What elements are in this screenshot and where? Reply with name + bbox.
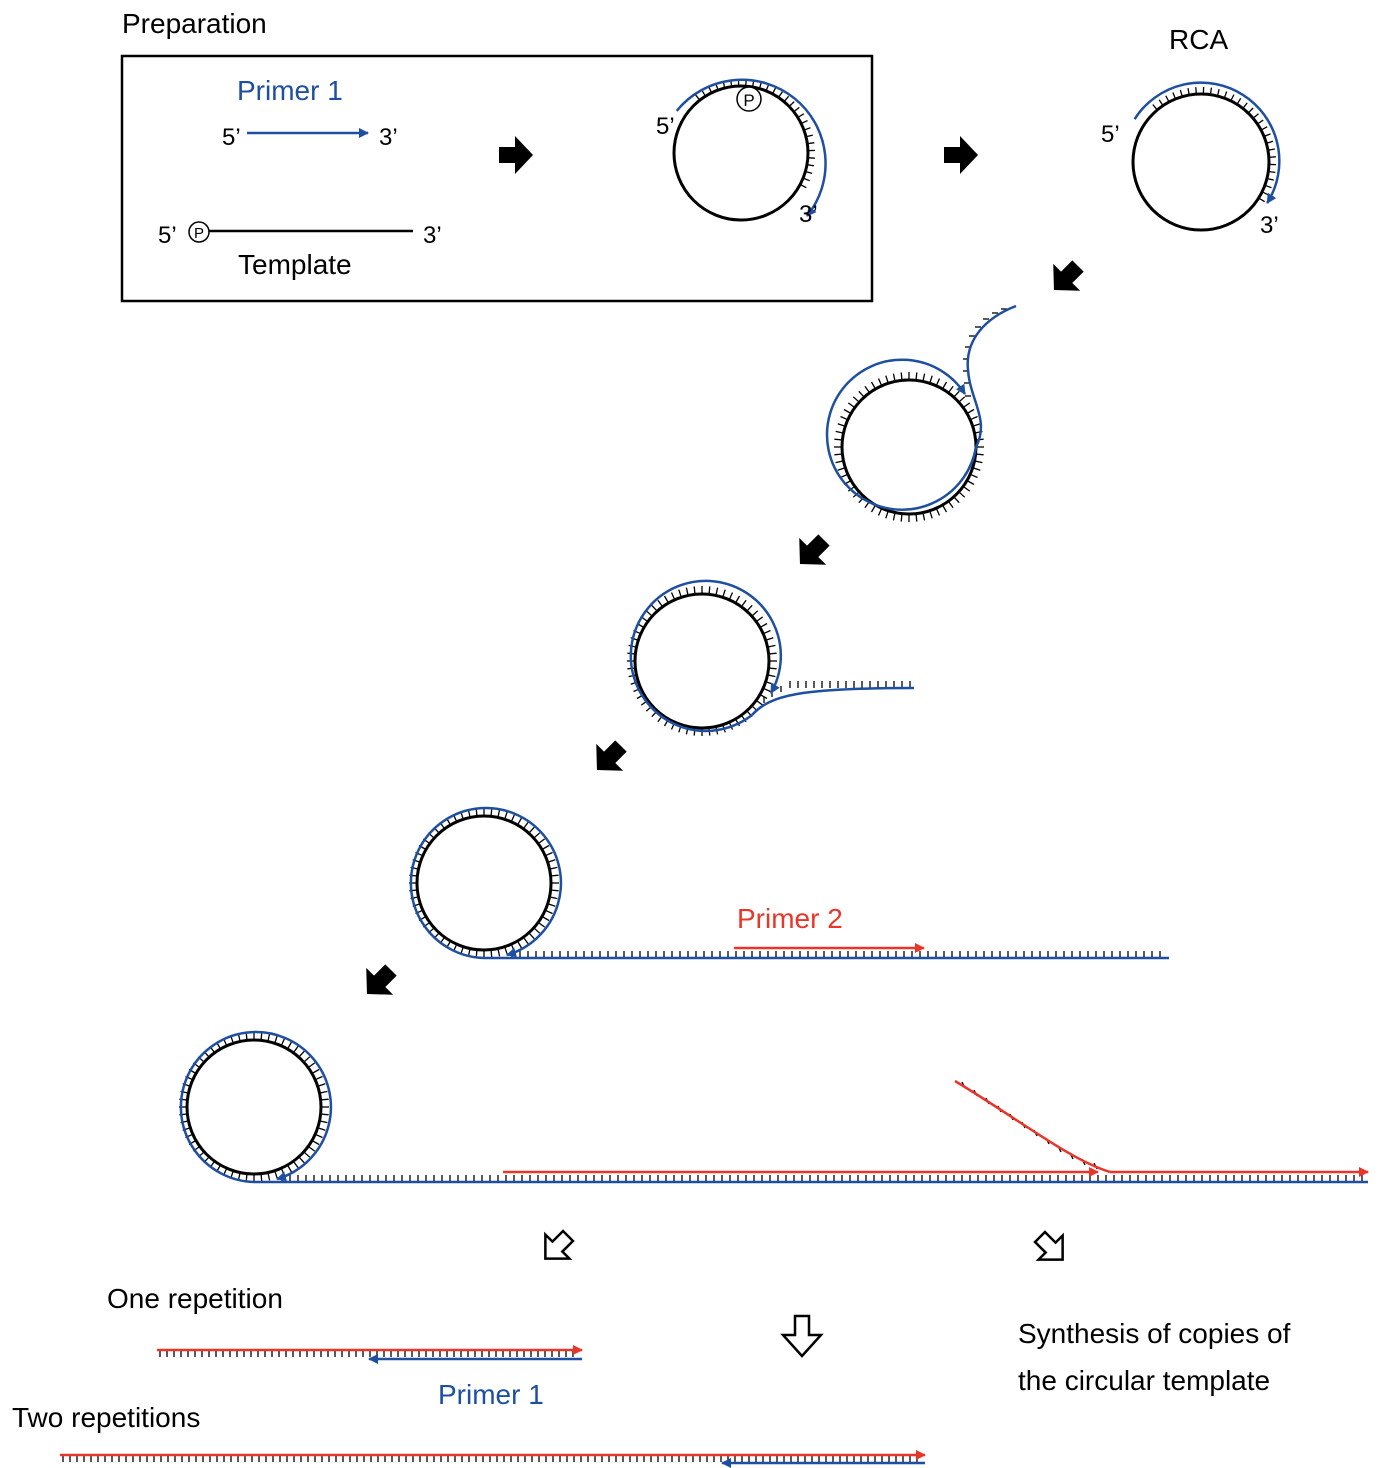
arrow-right-icon (499, 136, 533, 174)
rca-title: RCA (1169, 24, 1228, 55)
displaced-strand (966, 304, 1017, 448)
template-label: Template (238, 249, 352, 280)
template-5prime: 5’ (158, 222, 177, 249)
displaced-red-strand (954, 1079, 1111, 1174)
base-pair-ticks (62, 78, 1363, 1462)
primer1-annealed (1133, 81, 1281, 204)
outline-arrow-icon (544, 1229, 575, 1260)
primer1-product-label: Primer 1 (438, 1379, 544, 1410)
outline-arrow-icon (780, 1314, 824, 1358)
rca-product (825, 358, 978, 511)
circular-template (840, 378, 978, 516)
primer2-label: Primer 2 (737, 903, 843, 934)
circular-template (415, 814, 553, 952)
circular-template (672, 84, 810, 222)
phosphate-icon (736, 86, 762, 112)
two-repetitions-label: Two repetitions (12, 1402, 200, 1433)
arrow-right-icon (944, 136, 978, 174)
arrow-down-left-icon (596, 740, 627, 771)
preparation-box (120, 54, 874, 303)
outline-arrow-icon (1033, 1230, 1064, 1261)
phosphate-label: P (743, 91, 754, 110)
rca-3prime: 3’ (1260, 212, 1279, 239)
synthesis-line1: Synthesis of copies of (1018, 1318, 1291, 1349)
rca-product (179, 1030, 333, 1184)
primer1-label: Primer 1 (237, 75, 343, 106)
synthesis-line2: the circular template (1018, 1365, 1270, 1396)
rca-product (409, 806, 563, 960)
template-3prime: 3’ (423, 222, 442, 249)
arrow-down-left-icon (1053, 260, 1084, 291)
preparation-title: Preparation (122, 8, 267, 39)
primer1-annealed (675, 78, 827, 217)
rca-product (629, 579, 782, 733)
phosphate-label: P (194, 225, 204, 242)
circle-3prime: 3’ (799, 201, 818, 228)
circular-template (185, 1038, 323, 1176)
circle-5prime: 5’ (656, 113, 675, 140)
primer1-3prime: 3’ (379, 124, 398, 151)
displaced-strand (751, 686, 915, 716)
circular-template (633, 592, 771, 730)
circular-template (1131, 92, 1271, 232)
arrow-down-left-icon (799, 534, 830, 565)
arrow-down-left-icon (366, 964, 397, 995)
rca-5prime: 5’ (1101, 121, 1120, 148)
primer1-5prime: 5’ (222, 124, 241, 151)
one-repetition-label: One repetition (107, 1283, 283, 1314)
